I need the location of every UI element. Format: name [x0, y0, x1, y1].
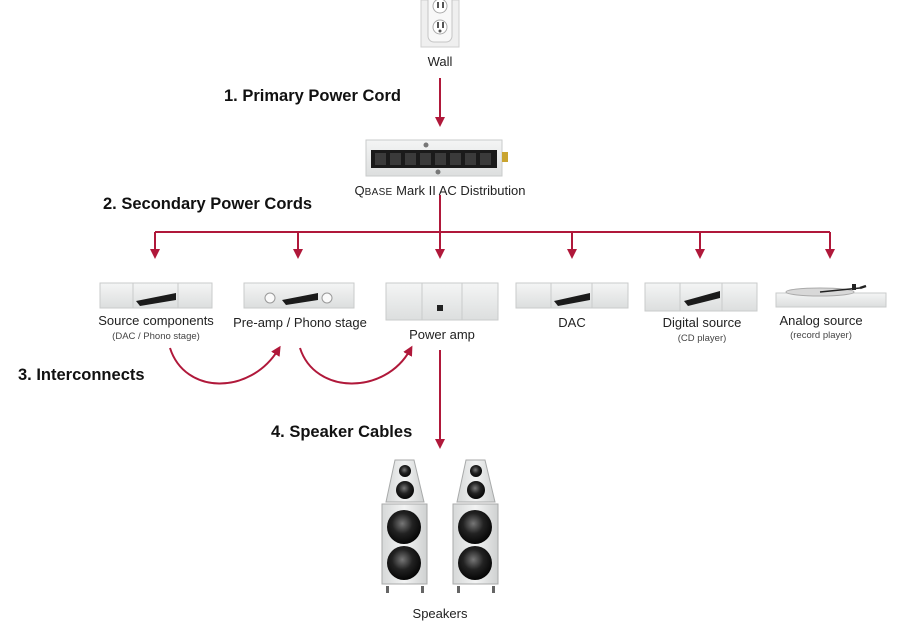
preamp-icon	[243, 282, 355, 309]
secondary-power-arrows	[150, 195, 835, 259]
step-secondary-power-cords: 2. Secondary Power Cords	[103, 195, 313, 213]
turntable-icon	[775, 284, 887, 308]
source-components-icon	[99, 282, 213, 309]
qbase-distribution-icon	[365, 139, 508, 177]
component-sub-analog-source: (record player)	[790, 330, 852, 341]
component-label-dac: DAC	[558, 315, 586, 330]
speaker-left-icon	[381, 459, 428, 593]
distribution-brand-rest: BASE	[364, 187, 393, 198]
power-amp-icon	[385, 282, 499, 321]
component-label-preamp: Pre-amp / Phono stage	[233, 315, 367, 330]
dac-icon	[515, 282, 629, 309]
speaker-right-icon	[452, 459, 499, 593]
component-label-analog-source: Analog source	[779, 313, 863, 328]
distribution-label: QBASE Mark II AC Distribution	[330, 183, 550, 198]
component-sub-digital-source: (CD player)	[677, 333, 727, 344]
speakers-label: Speakers	[412, 606, 468, 621]
component-sub-source: (DAC / Phono stage)	[112, 331, 200, 342]
interconnect-arrow-1	[169, 345, 281, 385]
distribution-brand-initial: Q	[354, 183, 365, 198]
distribution-label-rest: Mark II AC Distribution	[392, 183, 526, 198]
wall-label: Wall	[427, 54, 453, 69]
step-primary-power-cord: 1. Primary Power Cord	[224, 87, 401, 105]
component-label-power-amp: Power amp	[409, 327, 475, 342]
wall-outlet-icon	[420, 0, 460, 48]
cd-player-icon	[644, 282, 758, 312]
step-speaker-cables: 4. Speaker Cables	[271, 423, 413, 441]
step-interconnects: 3. Interconnects	[18, 366, 145, 384]
component-label-digital-source: Digital source	[662, 315, 742, 330]
interconnect-arrow-2	[299, 345, 413, 385]
component-label-source: Source components	[98, 313, 214, 328]
